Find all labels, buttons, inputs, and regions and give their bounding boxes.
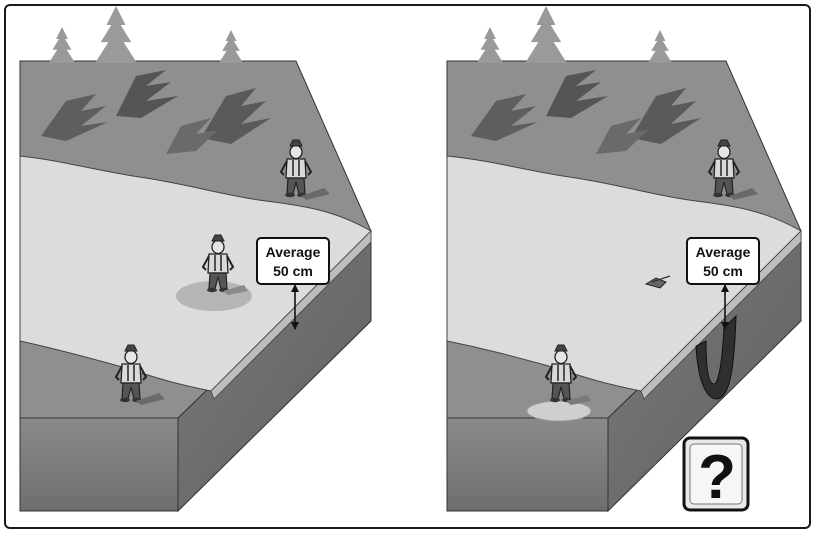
diagram-frame: Average 50 cm (4, 4, 811, 529)
tree-icon (477, 27, 503, 63)
left-block-front-side (20, 418, 178, 511)
tree-icon (648, 30, 672, 63)
left-thickness-label: Average 50 cm (257, 238, 329, 284)
tree-icon (49, 27, 75, 63)
right-label-line1: Average (696, 244, 751, 260)
left-label-line1: Average (266, 244, 321, 260)
tree-icon (525, 6, 567, 63)
question-mark-glyph: ? (698, 443, 736, 512)
left-label-line2: 50 cm (273, 263, 313, 279)
right-thickness-label: Average 50 cm (687, 238, 759, 284)
ice-thickness-diagram: Average 50 cm (6, 6, 813, 531)
tree-icon (219, 30, 243, 63)
left-panel: Average 50 cm (20, 6, 371, 511)
right-block-front-side (447, 418, 608, 511)
tree-icon (95, 6, 137, 63)
right-panel: Average 50 cm ? (447, 6, 801, 512)
right-label-line2: 50 cm (703, 263, 743, 279)
question-mark-icon: ? (684, 438, 748, 512)
puddle (527, 401, 591, 421)
